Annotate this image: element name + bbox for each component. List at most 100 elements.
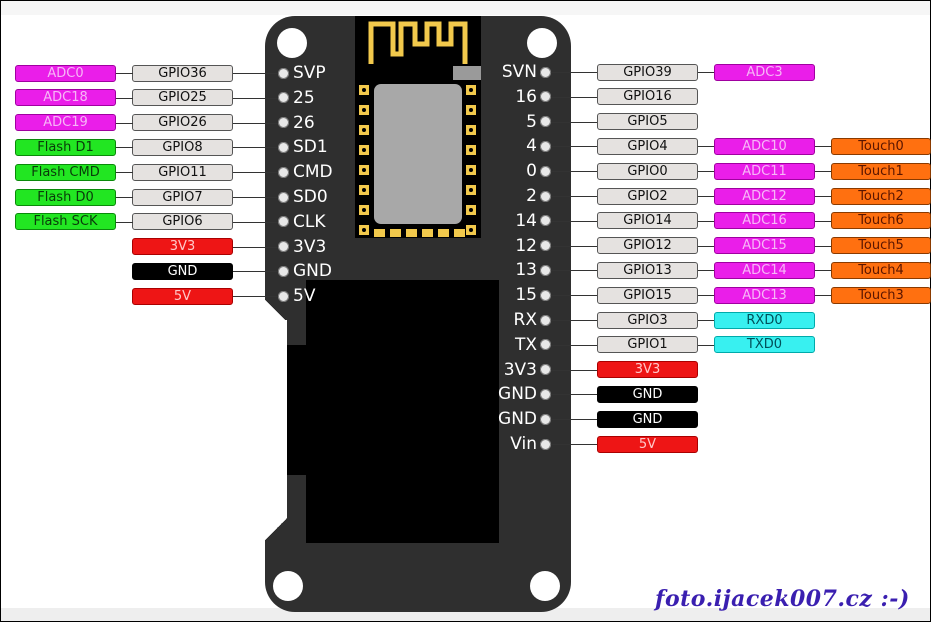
connector-line [551,394,597,396]
connector-line [698,344,714,346]
pin-label: SVN [501,62,537,82]
pin-header[interactable] [278,67,289,79]
pin-label: 0 [526,161,537,182]
pin-header[interactable] [540,413,551,425]
pin-header[interactable] [540,215,551,227]
pin-header[interactable] [278,241,289,253]
cyan-tag: TXD0 [714,336,815,354]
adc-tag: ADC0 [15,64,116,82]
power-tag: 5V [132,287,233,305]
connector-line [116,97,133,99]
pin-label: 2 [526,186,537,206]
module-pad [359,205,369,215]
gpio-tag: GPIO12 [597,237,698,255]
flash-tag: Flash CMD [15,163,116,181]
connector-line [232,73,278,74]
pin-header[interactable] [540,364,551,376]
pin-label: RX [513,310,537,330]
module-marker [453,66,481,80]
module-pad [466,165,476,175]
power-tag: GND [597,410,698,428]
connector-line [815,196,831,197]
gpio-tag: GPIO39 [597,63,698,81]
connector-line [698,320,714,321]
mount-hole-top-left [277,28,307,58]
pin-header[interactable] [278,265,289,277]
pin-label: GND [498,409,537,430]
gpio-tag: GPIO11 [132,163,233,181]
connector-line [232,97,278,99]
pin-header[interactable] [540,165,551,177]
pin-header[interactable] [540,388,551,400]
pin-header[interactable] [540,438,551,450]
connector-block [287,345,307,475]
pin-label: TX [514,334,537,355]
mount-hole-bottom-left [273,571,303,601]
module-bottom-pad [390,229,401,237]
pin-header[interactable] [278,117,289,129]
flash-tag: Flash D0 [15,188,116,206]
adc-tag: ADC16 [714,212,815,230]
module-pad [359,125,369,135]
connector-line [116,172,133,174]
module-bottom-pad [374,229,385,237]
adc-tag: ADC13 [714,286,815,304]
module-bottom-pad [422,229,433,237]
pin-header[interactable] [278,141,289,153]
pcb-antenna-icon [368,21,468,64]
connector-line [232,296,278,298]
connector-line [698,270,714,272]
pin-header[interactable] [278,290,289,302]
touch-tag: Touch1 [831,162,931,180]
connector-line [698,146,714,148]
pin-label: 5 [526,111,537,132]
pin-label: SD0 [293,187,328,207]
flash-tag: Flash SCK [15,213,116,231]
power-tag: GND [597,385,698,403]
connector-line [232,122,278,124]
board-notch-top [265,300,287,322]
pin-label: CLK [293,211,326,232]
connector-line [551,295,597,297]
module-pad [359,85,369,95]
module-pad [466,225,476,235]
pin-header[interactable] [278,216,289,228]
connector-line [551,320,597,321]
pin-header[interactable] [540,91,551,103]
pin-header[interactable] [278,92,289,104]
pin-header[interactable] [540,240,551,252]
touch-tag: Touch2 [831,187,931,205]
connector-line [815,146,831,148]
pin-label: 3V3 [503,359,537,380]
pin-header[interactable] [540,190,551,202]
pin-header[interactable] [540,339,551,351]
connector-line [116,147,133,149]
module-pad [466,145,476,155]
connector-line [116,221,133,223]
pin-label: SVP [293,63,326,83]
pin-header[interactable] [540,289,551,301]
mount-hole-top-right [527,28,557,58]
pin-header[interactable] [540,314,551,326]
rf-shield [374,84,462,224]
pin-header[interactable] [540,116,551,128]
mount-hole-bottom-right [530,571,560,601]
module-bottom-pad [454,229,465,237]
module-pad [359,225,369,235]
pin-header[interactable] [278,166,289,178]
connector-line [551,146,597,148]
module-pad [359,145,369,155]
connector-line [698,72,714,73]
connector-line [232,221,278,223]
touch-tag: Touch6 [831,212,931,230]
pin-header[interactable] [540,140,551,152]
pin-header[interactable] [540,66,551,78]
top-band [1,1,930,15]
pin-label: 13 [515,260,537,281]
pin-header[interactable] [540,264,551,276]
connector-line [815,171,831,173]
power-tag: 3V3 [132,238,233,256]
pin-header[interactable] [278,191,289,203]
oled-screen [306,280,499,543]
gpio-tag: GPIO15 [597,286,698,304]
